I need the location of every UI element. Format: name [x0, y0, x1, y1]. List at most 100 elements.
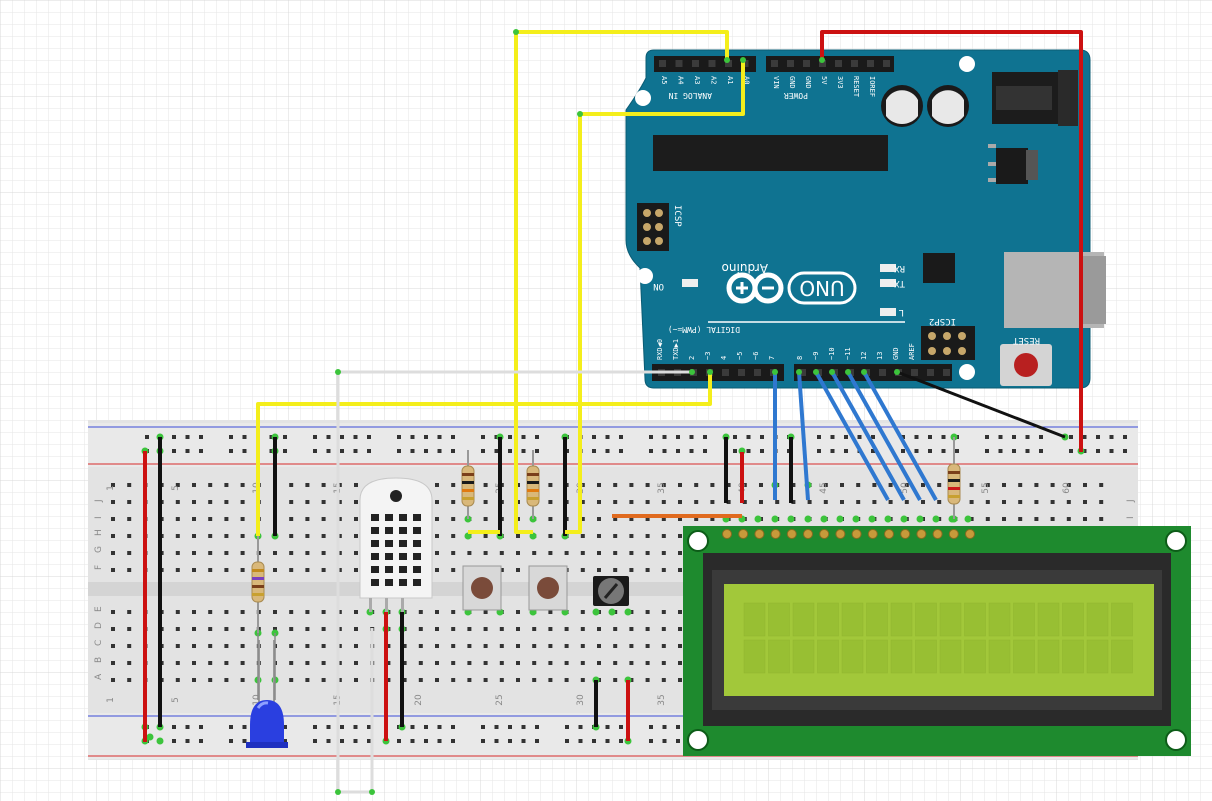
- header-pin: [851, 60, 858, 67]
- breadboard-hole: [888, 500, 893, 504]
- rail-hole: [340, 449, 344, 453]
- breadboard-hole: [175, 661, 180, 665]
- breadboard-hole: [661, 500, 666, 504]
- rail-hole: [830, 435, 835, 439]
- on-label: ON: [653, 281, 664, 291]
- resistors: [251, 437, 961, 633]
- breadboard-hole: [289, 568, 294, 572]
- breadboard-hole: [208, 551, 213, 555]
- breadboard-hole: [224, 568, 229, 572]
- breadboard-hole: [451, 517, 456, 521]
- rail-hole: [283, 449, 287, 453]
- capacitor-top: [932, 90, 964, 124]
- breadboard-hole: [435, 534, 439, 538]
- connection-marker: [146, 733, 154, 741]
- breadboard-hole: [435, 644, 439, 648]
- breadboard-hole: [240, 678, 245, 682]
- push-button-1: [462, 565, 502, 611]
- lcd-char-cell: [841, 639, 864, 674]
- breadboard-hole: [580, 534, 585, 538]
- breadboard-hole: [548, 661, 553, 665]
- breadboard-hole: [240, 568, 245, 572]
- connection-marker: [884, 515, 892, 523]
- on-led: [682, 279, 698, 287]
- breadboard-hole: [840, 483, 844, 487]
- breadboard-hole: [305, 500, 310, 504]
- breadboard-hole: [224, 551, 229, 555]
- rail-hole: [605, 449, 610, 453]
- breadboard-hole: [127, 534, 132, 538]
- rail-hole: [494, 449, 499, 453]
- lcd-pin: [738, 529, 749, 539]
- lcd-char-cell: [890, 602, 913, 637]
- resistor-band: [527, 489, 539, 492]
- breadboard-hole: [580, 644, 585, 648]
- breadboard-hole: [127, 627, 132, 631]
- power-pin-label: VIN: [772, 76, 780, 89]
- lcd-char-cell: [1037, 639, 1060, 674]
- breadboard-hole: [111, 500, 115, 504]
- breadboard-hole: [111, 644, 115, 648]
- mount-hole: [637, 268, 653, 284]
- lcd-char-cell: [792, 602, 815, 637]
- dht-grille-slot: [385, 579, 393, 586]
- breadboard-hole: [321, 500, 326, 504]
- dht-grille-slot: [385, 514, 393, 521]
- lcd-mount-hole: [1165, 530, 1187, 552]
- breadboard-hole: [694, 517, 699, 521]
- breadboard-hole: [305, 483, 310, 487]
- lcd-char-cell: [1062, 639, 1084, 674]
- breadboard-hole: [516, 627, 520, 631]
- breadboard-hole: [435, 678, 439, 682]
- dht-grille-slot: [385, 553, 393, 560]
- breadboard-hole: [435, 551, 439, 555]
- breadboard-hole: [273, 568, 277, 572]
- lcd-char-cell: [841, 602, 864, 637]
- breadboard-hole: [192, 610, 196, 614]
- breadboard-hole: [208, 610, 213, 614]
- breadboard-hole: [580, 610, 585, 614]
- breadboard-hole: [645, 644, 650, 648]
- row-letter-left: G: [94, 546, 104, 553]
- rail-hole: [367, 739, 371, 743]
- breadboard-hole: [402, 661, 407, 665]
- breadboard-hole: [678, 568, 682, 572]
- mount-hole: [959, 56, 975, 72]
- breadboard-hole: [240, 483, 245, 487]
- breadboard-hole: [435, 483, 439, 487]
- breadboard-hole: [532, 551, 537, 555]
- lcd-char-cell: [915, 639, 937, 674]
- power-header-label: POWER: [784, 91, 808, 100]
- rail-hole: [1025, 435, 1030, 439]
- breadboard-hole: [127, 661, 132, 665]
- resistor-band: [948, 471, 960, 474]
- header-pin: [692, 60, 699, 67]
- regulator-pin: [988, 162, 996, 166]
- rail-hole: [535, 739, 539, 743]
- rail-hole: [592, 739, 596, 743]
- breadboard-hole: [1018, 483, 1023, 487]
- breadboard-hole: [418, 610, 423, 614]
- breadboard-hole: [1034, 500, 1039, 504]
- breadboard-hole: [580, 627, 585, 631]
- breadboard-hole: [192, 517, 196, 521]
- dht-grille-slot: [385, 566, 393, 573]
- breadboard-hole: [305, 517, 310, 521]
- breadboard-hole: [337, 517, 342, 521]
- breadboard-hole: [208, 517, 213, 521]
- breadboard-hole: [499, 551, 504, 555]
- breadboard-hole: [337, 483, 342, 487]
- power-pin-label: RESET: [852, 76, 860, 98]
- wire-endpoint: [707, 369, 713, 375]
- dht-grille-slot: [371, 514, 379, 521]
- icsp2-pin: [928, 347, 936, 355]
- rail-hole: [928, 435, 932, 439]
- rail-hole: [229, 739, 233, 743]
- breadboard-hole: [564, 644, 569, 648]
- breadboard-hole: [208, 661, 213, 665]
- breadboard-hole: [921, 500, 925, 504]
- breadboard-hole: [985, 483, 990, 487]
- breadboard-hole: [386, 644, 391, 648]
